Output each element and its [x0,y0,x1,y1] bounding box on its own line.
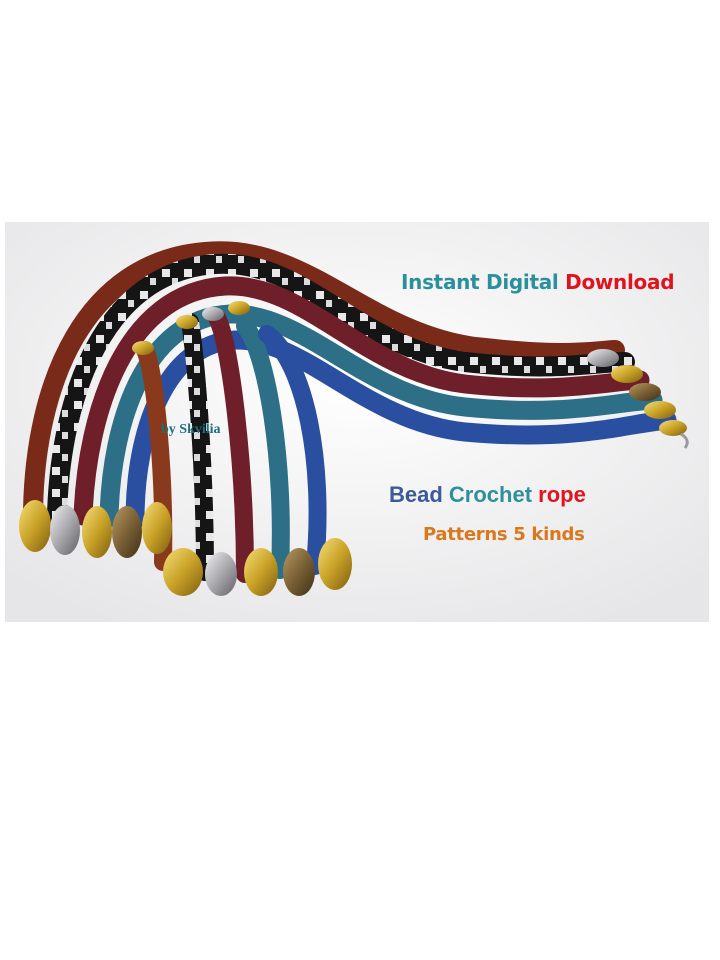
teal-rope-short [236,317,290,579]
title-word-bead: Bead [389,482,443,507]
headline-word-download: Download [565,270,675,294]
bronze-snake-head [112,506,142,558]
gold-snake-head-3 [142,502,172,554]
patterns-caption: Patterns 5 kinds [423,524,585,545]
top-clasp-4 [228,301,250,315]
gold-snake-head-6 [318,538,352,590]
gold-snake-head-4 [163,548,203,596]
garnet-rope-short [208,309,254,583]
product-photo: Instant Digital Download by Skvilia Bead… [5,222,709,622]
garnet-rope-long [73,276,650,526]
silver-clasp-right [587,349,619,367]
long-ropes [23,241,677,530]
byline: by Skvilia [161,422,221,437]
top-clasp-3 [202,307,224,321]
top-clasp-1 [132,341,154,355]
gold-snake-head-1 [19,500,51,552]
bronze-snake-head-2 [283,548,315,596]
gold-clasp-right-2 [644,401,676,419]
gold-snake-head-2 [82,506,112,558]
gold-clasp-right-1 [611,365,643,383]
bronze-clasp-right [629,383,661,401]
headline-word-digital: Digital [486,270,559,294]
gold-snake-head-5 [244,548,278,596]
right-clasps [587,349,689,449]
gold-clasp-right-3 [659,420,687,436]
title-word-crochet: Crochet [448,482,533,507]
black-white-rope-long [47,253,635,524]
copper-rope-long [23,241,625,522]
instant-digital-download-caption: Instant Digital Download [401,270,675,294]
title-word-rope: rope [538,482,586,507]
short-rope-top-clasps [132,301,250,355]
top-clasp-2 [176,315,198,329]
black-white-rope-short [181,313,214,581]
headline-word-instant: Instant [401,270,480,294]
hook [680,432,689,449]
left-snake-clasps [19,500,172,558]
bead-crochet-rope-title: Bead Crochet rope [389,482,586,508]
silver-snake-head-2 [205,552,237,596]
center-snake-clasps [163,538,352,596]
blue-rope-short [258,325,327,575]
bead-crochet-ropes-illustration [5,222,709,622]
silver-snake-head [50,505,80,555]
teal-rope-long [99,304,663,528]
